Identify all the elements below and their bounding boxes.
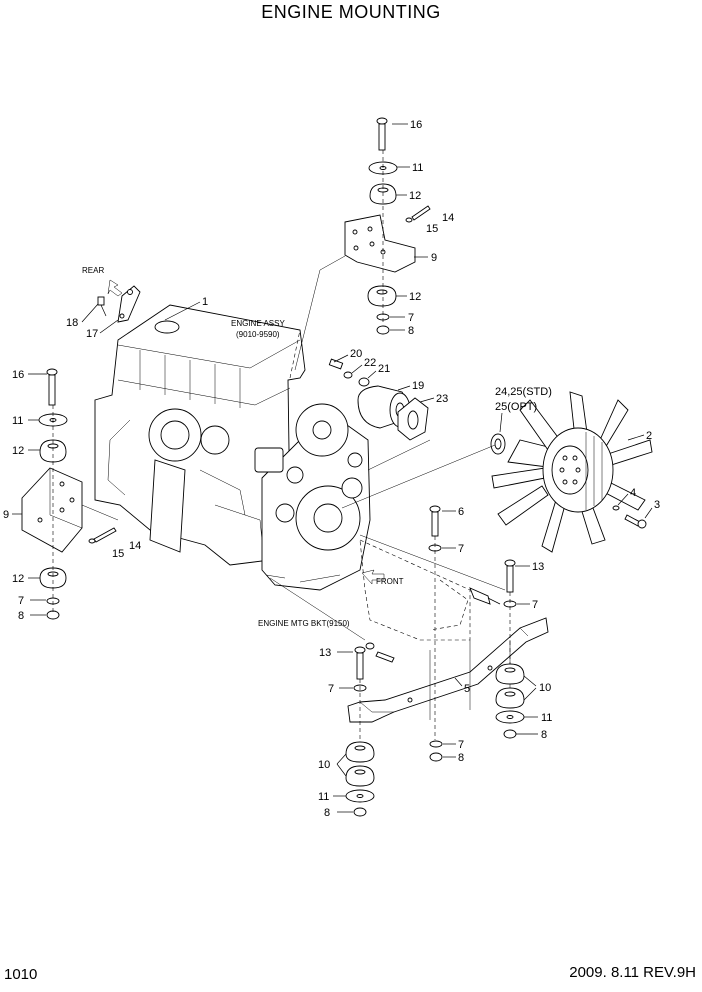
engine-assembly bbox=[94, 304, 371, 591]
callout-17: 17 bbox=[86, 328, 98, 340]
callout-21: 21 bbox=[378, 363, 390, 375]
callout-12-left-upper: 12 bbox=[12, 445, 24, 457]
callout-7-lower-left: 7 bbox=[328, 683, 334, 695]
callout-6: 6 bbox=[458, 506, 464, 518]
cooling-fan bbox=[341, 391, 653, 553]
callout-16-left: 16 bbox=[12, 369, 24, 381]
rear-arrow-icon bbox=[107, 279, 123, 297]
callout-16-right: 16 bbox=[410, 119, 422, 131]
callout-7-right-upper: 7 bbox=[408, 312, 414, 324]
callout-3: 3 bbox=[654, 499, 660, 511]
callout-22: 22 bbox=[364, 357, 376, 369]
center-bolt-group bbox=[428, 505, 443, 762]
callout-8-lower-left: 8 bbox=[324, 807, 330, 819]
front-arrow-icon bbox=[361, 569, 385, 585]
callout-13-left: 13 bbox=[319, 647, 331, 659]
callout-11-lower-left: 11 bbox=[318, 791, 329, 803]
callout-15-right: 15 bbox=[426, 223, 438, 235]
engine-assy-label: ENGINE ASSY bbox=[231, 319, 285, 328]
callout-7-right-lower: 7 bbox=[532, 599, 538, 611]
fan-spacer-std-label: 24,25(STD) bbox=[495, 386, 552, 398]
lifting-bracket bbox=[97, 285, 141, 323]
callout-18: 18 bbox=[66, 317, 78, 329]
rear-direction-label: REAR bbox=[82, 266, 104, 275]
callout-11-right-lower: 11 bbox=[541, 712, 552, 724]
callout-10-right: 10 bbox=[539, 682, 551, 694]
callout-13-right: 13 bbox=[532, 561, 544, 573]
callout-14-left: 14 bbox=[129, 540, 141, 552]
lower-right-mount-stack bbox=[495, 559, 525, 739]
callout-2: 2 bbox=[646, 430, 652, 442]
callout-11-right: 11 bbox=[412, 162, 423, 174]
callout-15-left: 15 bbox=[112, 548, 124, 560]
callout-11-left: 11 bbox=[12, 415, 23, 427]
callout-10-left: 10 bbox=[318, 759, 330, 771]
front-crossmember bbox=[347, 617, 549, 723]
callout-14-right: 14 bbox=[442, 212, 454, 224]
callout-8-right-upper: 8 bbox=[408, 325, 414, 337]
callout-7-center-upper: 7 bbox=[458, 543, 464, 555]
callout-9-right: 9 bbox=[431, 252, 437, 264]
lower-left-mount-stack bbox=[345, 646, 375, 817]
callout-19: 19 bbox=[412, 380, 424, 392]
callout-5: 5 bbox=[464, 683, 470, 695]
upper-right-mount-stack bbox=[294, 117, 431, 371]
engine-mounting-bracket bbox=[269, 534, 506, 663]
callout-20: 20 bbox=[350, 348, 362, 360]
fan-spacer-opt-label: 25(OPT) bbox=[495, 401, 537, 413]
callout-8-center: 8 bbox=[458, 752, 464, 764]
callout-7-left: 7 bbox=[18, 595, 24, 607]
callout-12-left-lower: 12 bbox=[12, 573, 24, 585]
page-number: 1010 bbox=[4, 966, 38, 983]
callout-8-left: 8 bbox=[18, 610, 24, 622]
callout-4: 4 bbox=[630, 487, 636, 499]
page-title: ENGINE MOUNTING bbox=[261, 2, 441, 22]
callout-23: 23 bbox=[436, 393, 448, 405]
callout-12-right-lower: 12 bbox=[409, 291, 421, 303]
fan-drive-assembly bbox=[328, 358, 431, 471]
callout-1: 1 bbox=[202, 296, 208, 308]
front-direction-label: FRONT bbox=[376, 577, 404, 586]
engine-assy-range-label: (9010-9590) bbox=[236, 330, 280, 339]
left-mount-stack bbox=[21, 368, 119, 620]
engine-mtg-bkt-label: ENGINE MTG BKT(9150) bbox=[258, 619, 350, 628]
callout-7-center-lower: 7 bbox=[458, 739, 464, 751]
callout-12-right-upper: 12 bbox=[409, 190, 421, 202]
callout-8-right-lower: 8 bbox=[541, 729, 547, 741]
callout-9-left: 9 bbox=[3, 509, 9, 521]
revision-date: 2009. 8.11 REV.9H bbox=[569, 964, 696, 981]
